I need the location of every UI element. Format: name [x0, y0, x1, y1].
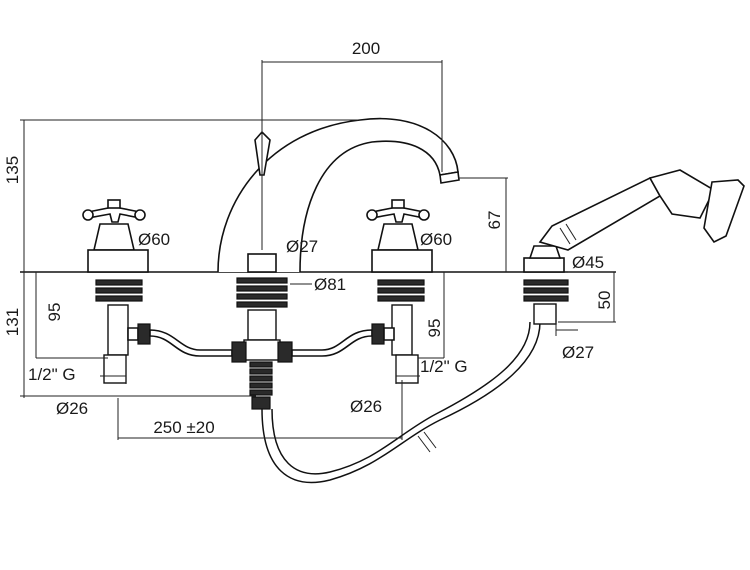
shower-handset [538, 169, 745, 251]
shower-holder [523, 245, 569, 325]
dim-spout-neck-diameter: Ø27 [286, 237, 318, 256]
dimension-lines [20, 60, 616, 440]
dim-tap-spacing: 250 ±20 [153, 418, 214, 437]
shower-hose [261, 321, 541, 484]
dim-right-tail-diameter: Ø26 [350, 397, 382, 416]
dim-shower-tail-diameter: Ø27 [562, 343, 594, 362]
left-connection-label: 1/2" G [28, 365, 76, 384]
right-connection-label: 1/2" G [420, 357, 468, 376]
dim-left-tail-length: 95 [45, 303, 64, 322]
right-valve [366, 199, 433, 384]
dim-holder-height: 50 [595, 291, 614, 310]
dim-spout-outlet-height: 67 [485, 211, 504, 230]
connecting-pipes [127, 323, 395, 363]
dim-right-handle-diameter: Ø60 [420, 230, 452, 249]
dim-holder-diameter: Ø45 [572, 253, 604, 272]
dim-right-tail-length: 95 [425, 319, 444, 338]
dim-below-deck: 131 [3, 308, 22, 336]
dim-total-height: 135 [3, 156, 22, 184]
dim-spout-base-diameter: Ø81 [314, 275, 346, 294]
dim-left-tail-diameter: Ø26 [56, 399, 88, 418]
dim-spout-reach: 200 [352, 39, 380, 58]
left-valve [82, 199, 149, 384]
dim-left-handle-diameter: Ø60 [138, 230, 170, 249]
